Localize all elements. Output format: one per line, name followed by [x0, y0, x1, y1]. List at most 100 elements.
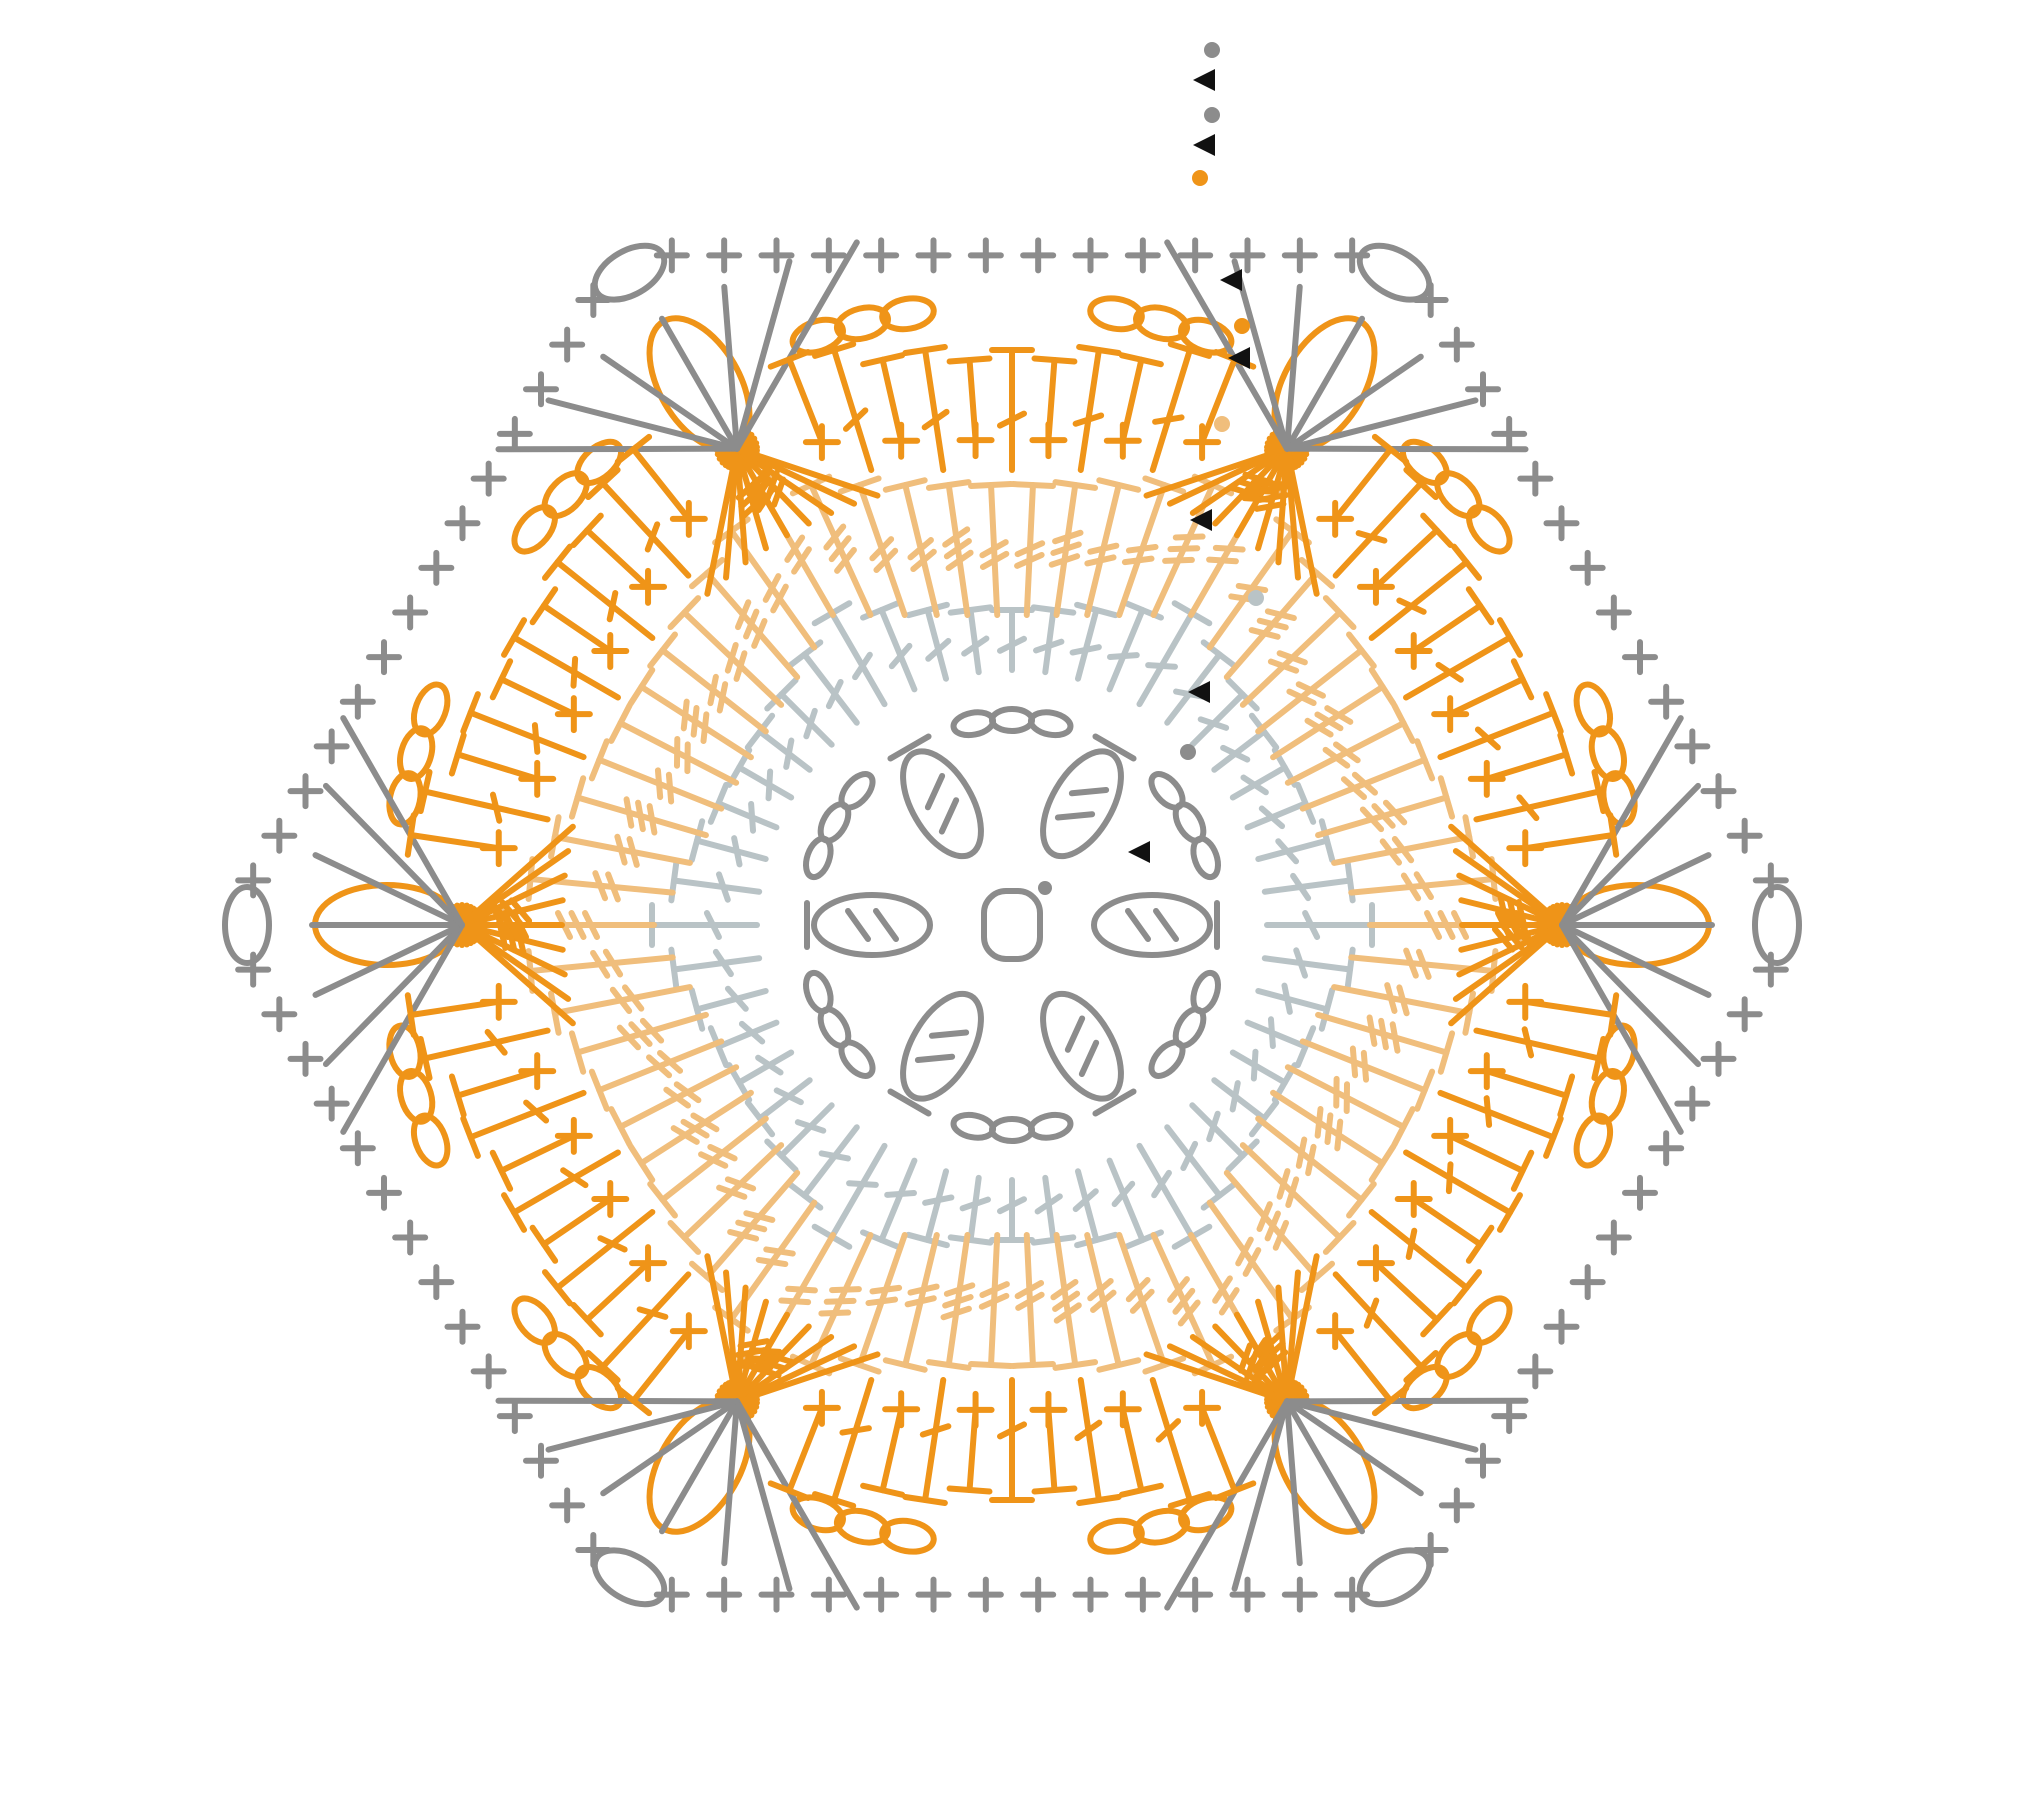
- round-4-side-stitch-icon: [1450, 1136, 1531, 1189]
- stitch-post: [1048, 1410, 1054, 1490]
- magic-ring-icon: [984, 891, 1040, 959]
- corner-border-stitch-icon: [1287, 357, 1421, 449]
- single-crochet-icon: [709, 1580, 739, 1610]
- stitch-slash: [574, 659, 576, 686]
- stitch-top-bar: [1454, 1272, 1479, 1303]
- stitch-top-bar: [1035, 358, 1075, 361]
- stitch-slash: [658, 770, 660, 797]
- stitch-top-bar: [1454, 547, 1479, 578]
- stitch-slash: [1216, 548, 1243, 550]
- stitch-post: [834, 1380, 871, 1500]
- round-2-double-crochet-icon: [992, 610, 1032, 670]
- single-crochet-icon: [709, 240, 739, 270]
- single-crochet-icon: [1520, 1356, 1550, 1386]
- single-crochet-icon: [1023, 240, 1053, 270]
- stitch-post: [1202, 1408, 1235, 1491]
- cluster-slash: [1072, 790, 1106, 793]
- stitch-slash: [684, 702, 687, 729]
- single-crochet-icon: [1730, 821, 1760, 851]
- center-ring-group: [801, 709, 1222, 1141]
- stitch-slash: [1399, 987, 1406, 1013]
- corner-border-stitch-icon: [1287, 1401, 1421, 1493]
- cluster-outline: [887, 981, 997, 1111]
- stitch-slash: [806, 711, 814, 736]
- stitch-slash: [1176, 537, 1203, 538]
- stitch-post: [1045, 610, 1053, 672]
- round-3-treble-crochet-icon: [1318, 778, 1452, 835]
- stitch-top-bar: [631, 1146, 653, 1180]
- round-4-side-stitch-icon: [545, 1212, 652, 1303]
- corner-border-stitch-icon: [498, 1401, 737, 1402]
- stitch-post: [1233, 768, 1285, 798]
- stitch-post: [471, 1093, 584, 1137]
- corner-border-stitch-icon: [498, 449, 737, 450]
- round-4-side-stitch-icon: [452, 735, 537, 779]
- stitch-post: [1265, 958, 1350, 969]
- single-crochet-icon: [474, 464, 504, 494]
- stitch-post: [411, 1002, 499, 1015]
- stitch-slash: [719, 874, 728, 899]
- single-crochet-icon: [814, 1580, 844, 1610]
- round-2-double-crochet-icon: [767, 1105, 831, 1169]
- stitch-slash: [493, 795, 499, 821]
- stitch-slash: [1271, 662, 1296, 671]
- stitch-slash: [947, 1285, 972, 1293]
- stitch-post: [971, 1178, 979, 1240]
- stitch-top-bar: [929, 482, 969, 488]
- stitch-post: [925, 350, 943, 470]
- stitch-slash: [720, 684, 725, 710]
- chain-icon: [1429, 466, 1487, 524]
- stitch-post: [928, 1171, 946, 1240]
- round-2-double-crochet-icon: [815, 603, 885, 704]
- stitch-slash: [1393, 1024, 1398, 1050]
- corner-border-stitch-icon: [1287, 449, 1526, 450]
- slip-stitch-dot-icon: [1038, 881, 1052, 895]
- stitch-slash: [1209, 1114, 1217, 1139]
- stitch-post: [544, 606, 610, 651]
- stitch-post: [883, 1409, 902, 1490]
- stitch-top-bar: [1013, 1364, 1053, 1366]
- single-crochet-icon: [291, 776, 321, 806]
- stitch-top-bar: [1500, 620, 1520, 655]
- single-crochet-icon: [421, 1267, 451, 1297]
- stitch-slash: [1327, 1115, 1330, 1142]
- round-4-side-stitch-icon: [1202, 1408, 1253, 1498]
- single-crochet-icon: [369, 1178, 399, 1208]
- chain-icon: [1570, 1111, 1616, 1170]
- stitch-top-bar: [1372, 670, 1394, 704]
- round-4-side-stitch-icon: [463, 694, 583, 757]
- slip-stitch-dot-icon: [1214, 416, 1230, 432]
- round-4-side-stitch-icon: [905, 347, 946, 470]
- round-3-treble-crochet-icon: [592, 741, 721, 808]
- stitch-slash: [1201, 719, 1226, 727]
- cluster-slash: [876, 911, 896, 939]
- stitch-slash: [741, 1341, 767, 1346]
- stitch-slash: [1260, 621, 1286, 628]
- stitch-top-bar: [1055, 482, 1095, 488]
- stitch-top-bar: [1013, 484, 1053, 486]
- stitch-top-bar: [1034, 607, 1074, 612]
- stitch-slash: [759, 1260, 786, 1264]
- stitch-post: [501, 1136, 573, 1171]
- chain-icon: [537, 466, 595, 524]
- stitch-slash: [1296, 950, 1305, 975]
- round-3-treble-crochet-icon: [1053, 1235, 1095, 1368]
- single-crochet-icon: [1599, 598, 1629, 628]
- stitch-slash: [1359, 533, 1385, 541]
- stitch-top-bar: [1372, 1146, 1394, 1180]
- stitch-post: [1335, 449, 1390, 519]
- single-crochet-icon: [1442, 1490, 1472, 1520]
- cluster-petal-icon: [1027, 736, 1137, 869]
- stitch-slash: [1308, 1147, 1313, 1173]
- stitch-post: [633, 1331, 688, 1401]
- stitch-slash: [610, 593, 616, 619]
- single-crochet-icon: [474, 1356, 504, 1386]
- stitch-top-bar: [1500, 1195, 1520, 1230]
- stitch-slash: [627, 799, 632, 825]
- stitch-post: [1376, 1263, 1437, 1320]
- stitch-top-bar: [951, 1237, 991, 1242]
- single-crochet-icon: [1704, 1044, 1734, 1074]
- stitch-post: [1048, 360, 1054, 440]
- stitch-post: [1265, 880, 1350, 891]
